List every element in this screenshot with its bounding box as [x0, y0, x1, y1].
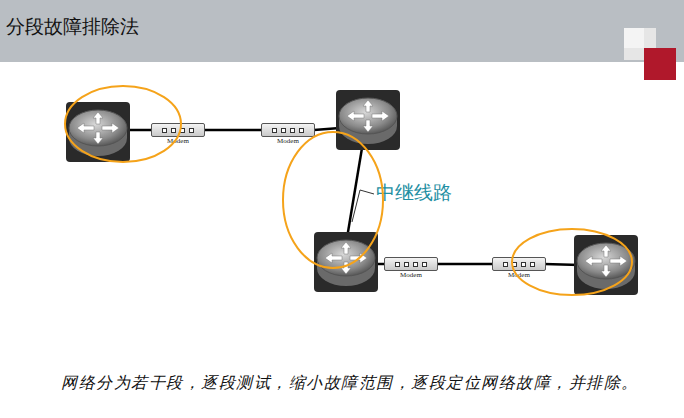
logo-light: [624, 28, 644, 48]
caption: 网络分为若干段，逐段测试，缩小故障范围，逐段定位网络故障，并排除。: [30, 373, 670, 394]
segment-ring: [512, 229, 632, 295]
modem-led: [512, 262, 517, 267]
modem-led: [299, 128, 304, 133]
modem-led: [290, 128, 295, 133]
modem: Modem: [492, 257, 546, 280]
modem-led: [395, 262, 400, 267]
modem-led: [413, 262, 418, 267]
modem: Modem: [261, 123, 315, 146]
router: [574, 235, 638, 295]
link-line: [205, 129, 261, 132]
modem: Modem: [384, 257, 438, 280]
router: [336, 90, 400, 150]
trunk-line: [346, 142, 363, 244]
modem-body: [384, 257, 438, 271]
modem-body: [261, 123, 315, 137]
modem-body: [151, 123, 205, 137]
modem-led: [272, 128, 277, 133]
modem-led: [521, 262, 526, 267]
modem-led: [404, 262, 409, 267]
leader-line: [352, 190, 374, 222]
modem-led: [281, 128, 286, 133]
modem-label: Modem: [151, 137, 205, 146]
modem-led: [162, 128, 167, 133]
modem-led: [530, 262, 535, 267]
slide-title: 分段故障排除法: [6, 14, 139, 40]
modem-label: Modem: [492, 271, 546, 280]
modem-led: [503, 262, 508, 267]
header-band: [0, 0, 684, 62]
link-line: [438, 263, 492, 266]
router: [314, 232, 378, 292]
line-label: 中继线路: [376, 180, 452, 206]
modem-label: Modem: [384, 271, 438, 280]
logo-red: [644, 48, 676, 80]
modem-led: [422, 262, 427, 267]
modem-label: Modem: [261, 137, 315, 146]
modem: Modem: [151, 123, 205, 146]
modem-led: [171, 128, 176, 133]
modem-led: [189, 128, 194, 133]
router: [66, 102, 130, 162]
modem-body: [492, 257, 546, 271]
modem-led: [180, 128, 185, 133]
segment-ring: [283, 132, 383, 268]
router-link: [128, 129, 152, 132]
